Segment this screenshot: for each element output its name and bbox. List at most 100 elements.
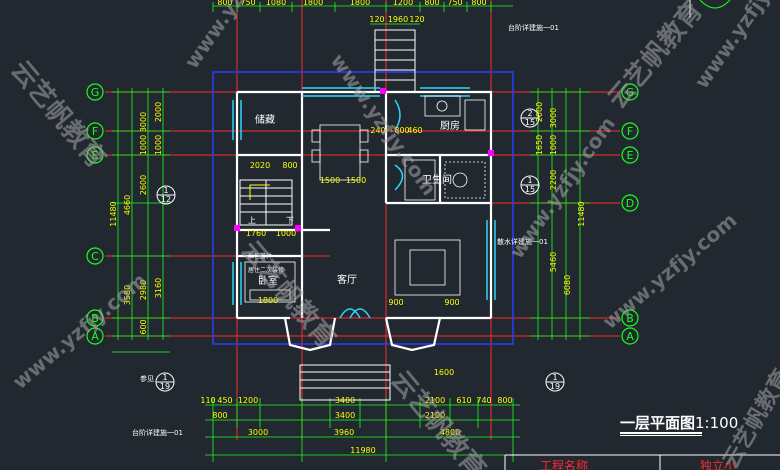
axis-label: E	[92, 149, 99, 162]
drawing-scale: 1:100	[695, 414, 739, 432]
dimension-lines-bottom	[205, 398, 520, 462]
dim-text: 3000	[549, 108, 558, 128]
dim-text: 1200	[238, 396, 258, 405]
cabinet-detail: 散水详建施一01	[497, 237, 548, 246]
dim-text: 800	[497, 396, 512, 405]
drawing-title: 一层平面图1:100	[620, 412, 738, 433]
dim-text: 2020	[250, 161, 270, 170]
callout-top: 1	[163, 186, 168, 195]
stair-up-label: 上	[248, 216, 256, 225]
entry-stair-top	[374, 29, 416, 93]
dim-text: 1760	[246, 229, 266, 238]
axis-label: G	[626, 86, 635, 99]
dim-text: 4800	[440, 428, 460, 437]
dim-text: 1800	[350, 0, 370, 7]
room-kitchen-label: 厨房	[440, 119, 460, 132]
axis-label: B	[626, 312, 634, 325]
dim-text: 3160	[154, 278, 163, 298]
axis-label: B	[91, 312, 99, 325]
dim-text: 450	[217, 396, 232, 405]
dim-text: 2980	[139, 280, 148, 300]
dim-text: 110	[200, 396, 215, 405]
dim-text: 1000	[549, 135, 558, 155]
callout-labels: 2 15 1 15 1 12 1 19 1 19	[160, 109, 560, 391]
dim-text: 1800	[303, 0, 323, 7]
dim-text: 800	[282, 161, 297, 170]
title-block-project: 工程名称	[540, 458, 588, 470]
porch-detail-bottom: 台阶详建施一01	[132, 428, 183, 437]
callout-top: 1	[552, 373, 557, 382]
dim-text: 120	[409, 15, 424, 24]
dim-text: 11480	[577, 201, 586, 226]
dim-text: 2000	[535, 102, 544, 122]
axis-label: F	[627, 125, 633, 138]
dim-text: 1200	[393, 0, 413, 7]
dim-text: 800	[394, 126, 409, 135]
dim-text: 1500	[346, 176, 366, 185]
callout-bottom: 15	[525, 118, 535, 127]
callout-top: 2	[527, 109, 532, 118]
dimension-lines-top	[212, 2, 513, 25]
callout-bottom: 12	[161, 195, 171, 204]
pipe-note-1: 后包管井	[248, 252, 272, 260]
dimension-text-left: 11480 4660 3580 3000 1000 2600 2980 600 …	[109, 102, 163, 335]
axis-labels-left: G F E C B A	[91, 86, 100, 343]
dim-text: 1000	[139, 135, 148, 155]
axis-label: A	[91, 330, 99, 343]
title-block-name: 独立小	[700, 458, 736, 470]
dim-text: 240	[370, 126, 385, 135]
dim-text: 2100	[425, 411, 445, 420]
dim-text: 1000	[276, 229, 296, 238]
dim-text: 3400	[335, 396, 355, 405]
room-living-label: 客厅	[337, 273, 357, 286]
dim-text: 4660	[123, 195, 132, 215]
dim-text: 3000	[248, 428, 268, 437]
dim-text: 11980	[350, 446, 375, 455]
dim-text: 900	[388, 298, 403, 307]
dim-text: 750	[447, 0, 462, 7]
dimension-lines-left	[112, 88, 170, 353]
dim-text: 11480	[109, 201, 118, 226]
title-block-frame	[504, 454, 780, 470]
dim-text: 610	[456, 396, 471, 405]
axis-label: G	[91, 86, 100, 99]
pipe-note-2: 居住二次装修	[248, 266, 284, 274]
dim-text: 800	[471, 0, 486, 7]
title-underline	[620, 432, 702, 434]
dim-text: 1500	[320, 176, 340, 185]
dim-text: 800	[212, 411, 227, 420]
stair-down-label: 下	[286, 216, 294, 225]
dim-text: 120	[369, 15, 384, 24]
axis-label: C	[91, 250, 99, 263]
dim-text: 750	[240, 0, 255, 7]
axis-label: D	[626, 197, 634, 210]
dim-text: 1650	[535, 135, 544, 155]
dim-text: 460	[407, 126, 422, 135]
dim-text: 2600	[139, 175, 148, 195]
corner-markers	[689, 0, 731, 18]
dim-text: 600	[139, 319, 148, 334]
outer-boundary	[212, 71, 514, 345]
callout-bottom: 19	[550, 382, 560, 391]
drawing-title-text: 一层平面图	[620, 414, 696, 432]
callout-top: 1	[527, 176, 532, 185]
room-bedroom-label: 卧室	[258, 274, 278, 287]
fixtures	[244, 95, 486, 303]
front-steps	[299, 364, 391, 401]
dim-text: 1960	[388, 15, 408, 24]
axis-label: E	[627, 149, 634, 162]
notes: 台阶详建施一01 台阶详建施一01 散水详建施一01 后包管井 居住二次装修 参…	[132, 23, 559, 437]
dim-text: 5460	[549, 252, 558, 272]
dim-text: 740	[476, 396, 491, 405]
dimension-text-interior: 2020 800 1500 1500 1760 1000 1800 240 80…	[246, 126, 460, 377]
callout-bottom: 19	[160, 382, 170, 391]
dim-text: 3400	[335, 411, 355, 420]
grid-markers	[234, 88, 494, 231]
room-bathroom-label: 卫生间	[422, 173, 452, 186]
dim-text: 800	[424, 0, 439, 7]
dimension-text-right: 11480 6080 3000 1000 2200 5460 2000 1650	[535, 102, 586, 295]
dim-text: 900	[444, 298, 459, 307]
dim-text: 6080	[563, 275, 572, 295]
